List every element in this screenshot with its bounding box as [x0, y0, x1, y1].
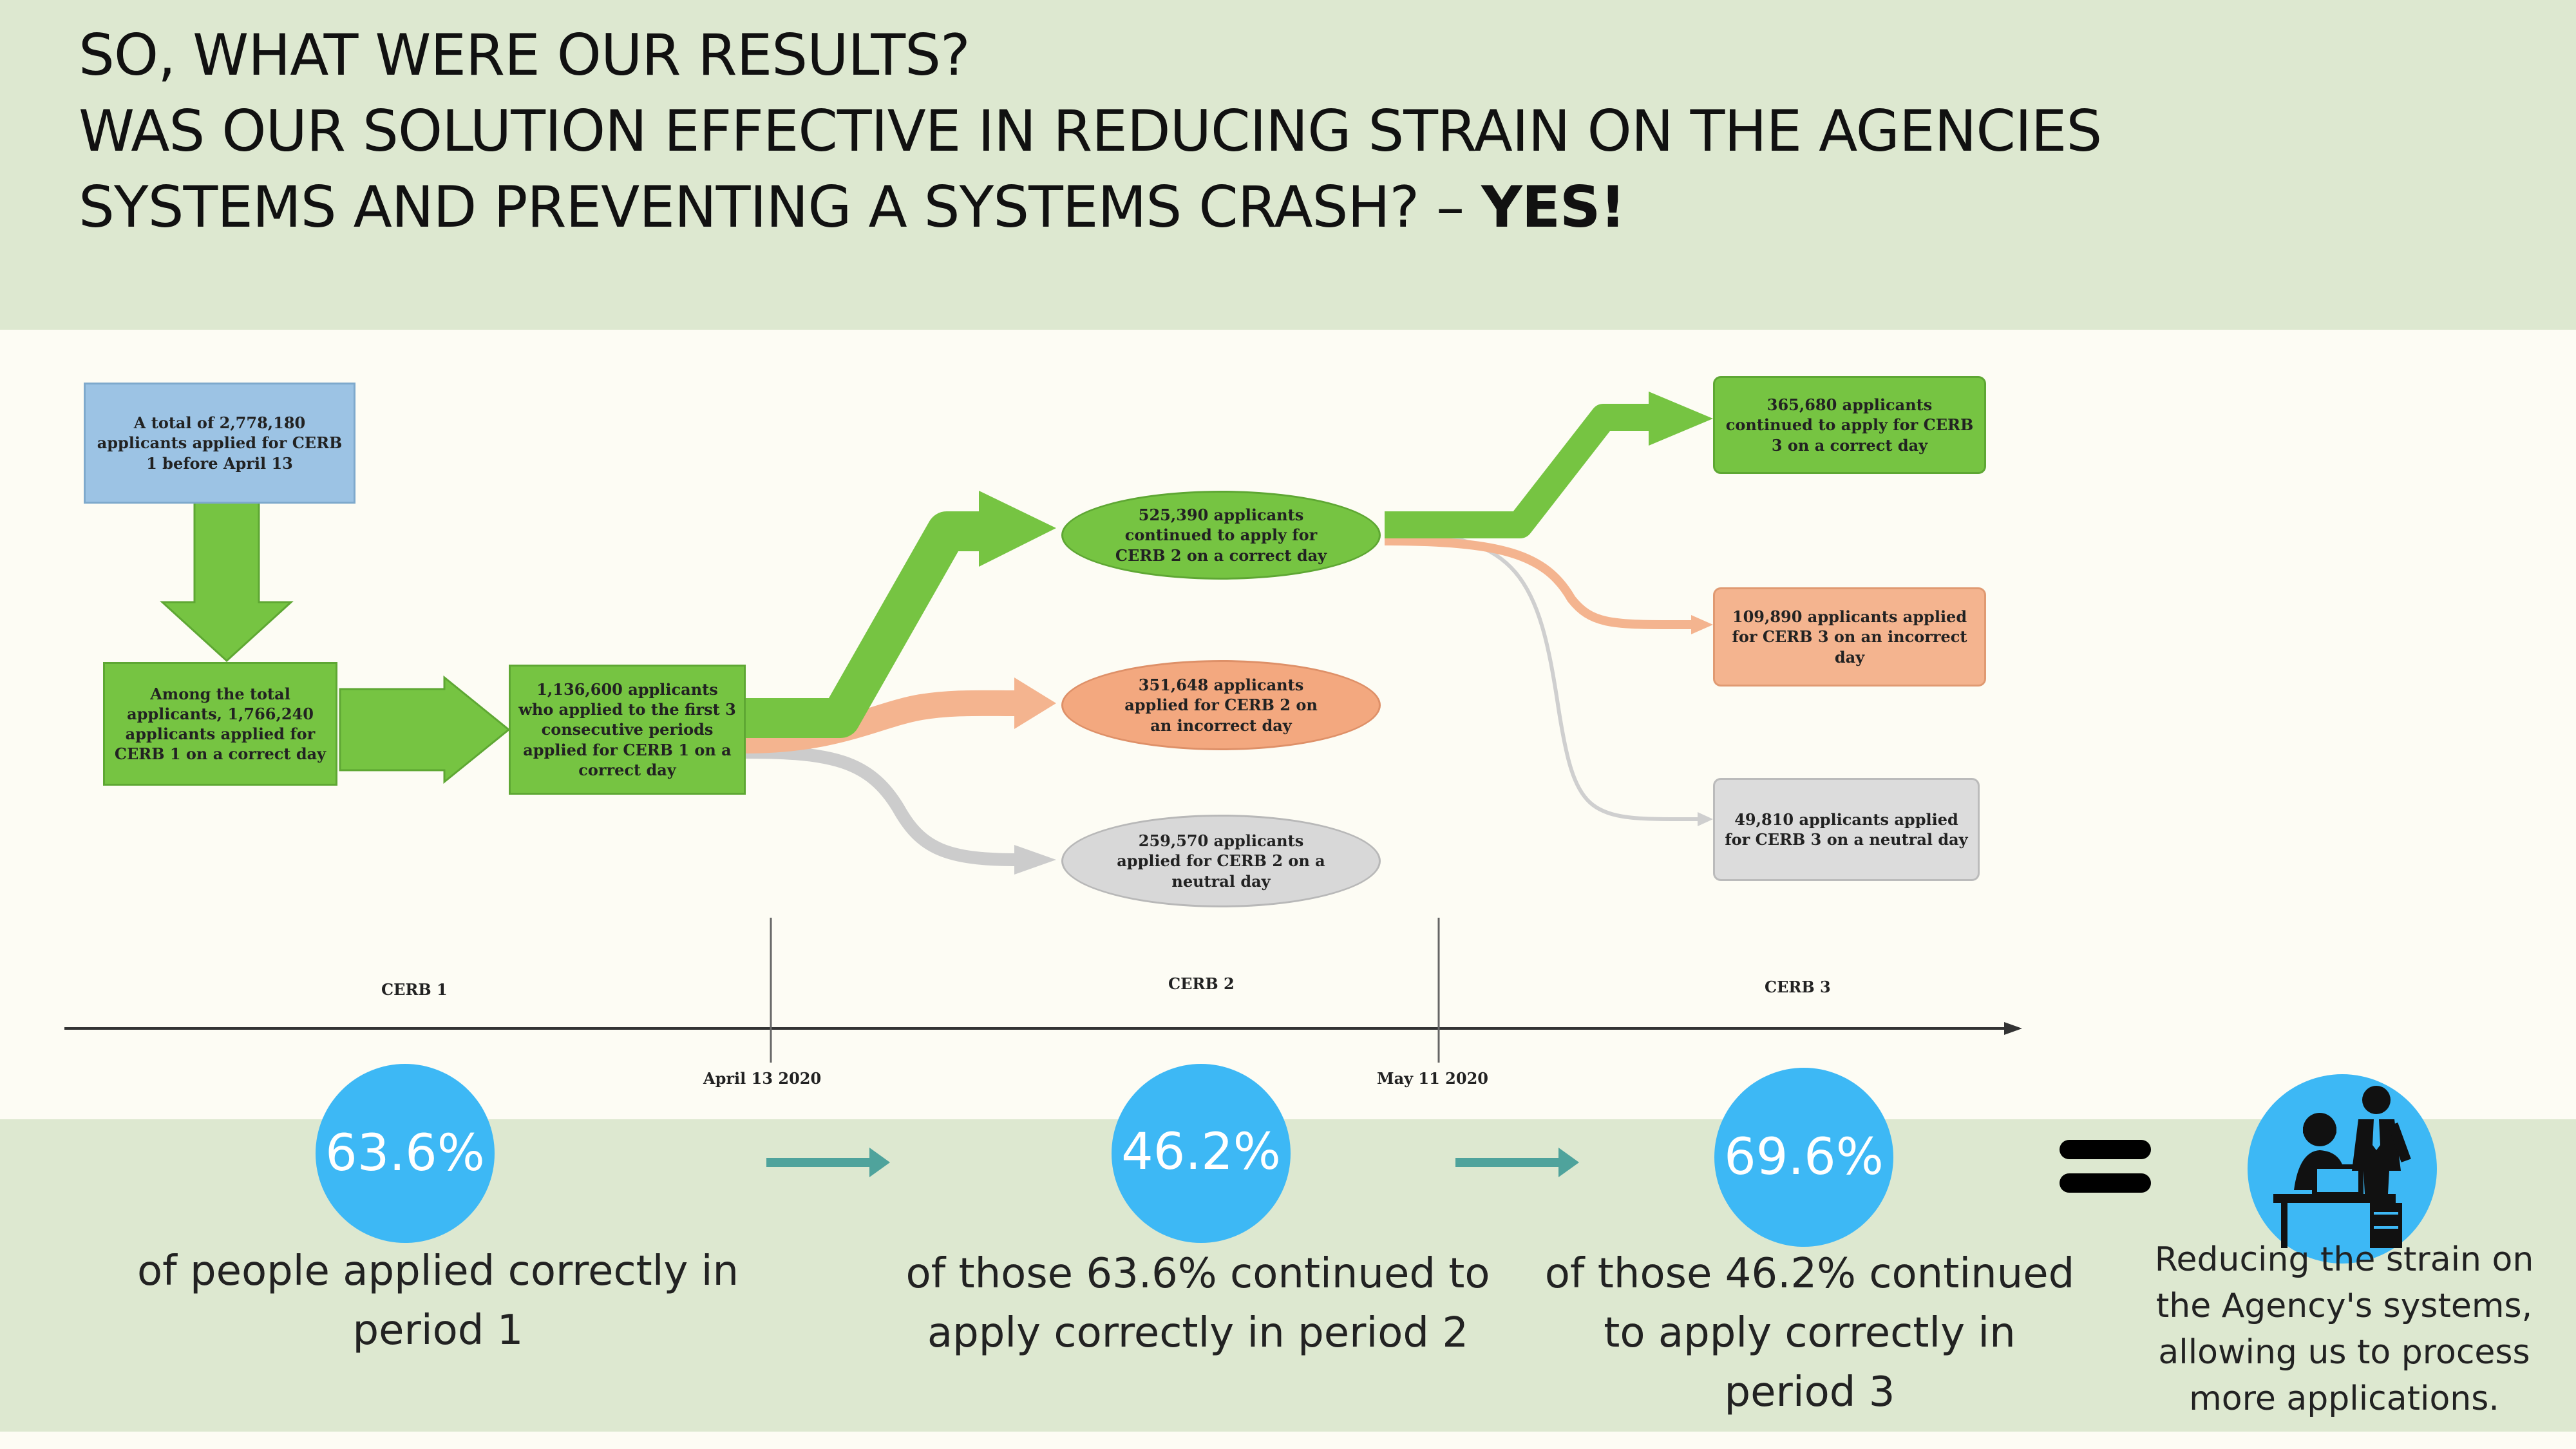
- conclusion-line4: more applications.: [2189, 1379, 2499, 1418]
- cerb3-incorrect-box: 109,890 applicants applied for CERB 3 on…: [1713, 587, 1986, 687]
- caption-period1-line2: period 1: [352, 1307, 524, 1354]
- title-line-2: WAS OUR SOLUTION EFFECTIVE IN REDUCING S…: [79, 98, 2102, 164]
- total-applicants-box: A total of 2,778,180 applicants applied …: [84, 383, 355, 504]
- cerb2-incorrect-ellipse: 351,648 applicants applied for CERB 2 on…: [1061, 660, 1381, 750]
- caption-period2: of those 63.6% continued to apply correc…: [889, 1244, 1507, 1363]
- caption-period3-line2: to apply correctly in: [1604, 1309, 2016, 1357]
- orange-arrowhead-cerb3: [1691, 615, 1713, 634]
- green-arrowhead-cerb3: [1649, 392, 1713, 446]
- cerb2-neutral-ellipse: 259,570 applicants applied for CERB 2 on…: [1061, 815, 1381, 907]
- title-line-3: SYSTEMS AND PREVENTING A SYSTEMS CRASH? …: [79, 174, 1626, 240]
- cerb2-correct-ellipse: 525,390 applicants continued to apply fo…: [1061, 491, 1381, 580]
- caption-period1-line1: of people applied correctly in: [137, 1247, 739, 1295]
- orange-arrowhead-cerb2: [1014, 677, 1056, 729]
- teal-arrows: [766, 1148, 1579, 1177]
- orange-flow-cerb3: [1384, 536, 1694, 629]
- stat-circle-period2: 46.2%: [1112, 1064, 1291, 1243]
- equals-sign-bottom: [2060, 1173, 2151, 1193]
- timeline-cerb1: CERB 1: [381, 980, 448, 999]
- caption-period2-line2: apply correctly in period 2: [927, 1309, 1469, 1357]
- bottom-strip: [0, 1432, 2576, 1449]
- caption-period1: of people applied correctly in period 1: [103, 1242, 773, 1360]
- gray-arrowhead-cerb2: [1014, 845, 1056, 875]
- caption-period2-line1: of those 63.6% continued to: [905, 1250, 1490, 1298]
- gray-arrowhead-cerb3: [1698, 812, 1713, 826]
- gray-flow-cerb2: [745, 746, 1018, 866]
- teal-arrow-2-head: [1558, 1148, 1579, 1177]
- date-april-13: April 13 2020: [703, 1069, 822, 1088]
- right-arrow-1: [339, 675, 511, 784]
- title-line-1: SO, WHAT WERE OUR RESULTS?: [79, 22, 971, 88]
- teal-arrow-1-shaft: [766, 1158, 876, 1167]
- conclusion-line1: Reducing the strain on: [2154, 1240, 2534, 1279]
- green-flow-cerb3: [1385, 404, 1655, 538]
- conclusion-line2: the Agency's systems,: [2155, 1287, 2533, 1325]
- timeline-arrowhead: [2004, 1022, 2022, 1035]
- down-arrow: [160, 493, 294, 663]
- caption-period3-line1: of those 46.2% continued: [1544, 1250, 2075, 1298]
- teal-arrow-2-shaft: [1455, 1158, 1565, 1167]
- equals-sign-top: [2060, 1140, 2151, 1159]
- timeline-cerb3: CERB 3: [1765, 978, 1831, 996]
- green-flow-cerb2: [746, 511, 985, 738]
- cerb3-neutral-box: 49,810 applicants applied for CERB 3 on …: [1713, 778, 1980, 881]
- conclusion-line3: allowing us to process: [2158, 1333, 2530, 1372]
- title-line-3-text: SYSTEMS AND PREVENTING A SYSTEMS CRASH? …: [79, 174, 1482, 240]
- green-arrowhead-cerb2: [979, 491, 1056, 567]
- stat-circle-period1: 63.6%: [316, 1064, 495, 1243]
- cerb3-correct-box: 365,680 applicants continued to apply fo…: [1713, 376, 1986, 474]
- office-worker-icon: [2248, 1074, 2437, 1264]
- caption-period3: of those 46.2% continued to apply correc…: [1539, 1244, 2080, 1422]
- header-band: [0, 0, 2576, 330]
- title-answer: YES!: [1481, 174, 1625, 240]
- timeline-cerb2: CERB 2: [1168, 974, 1235, 993]
- date-may-11: May 11 2020: [1377, 1069, 1488, 1088]
- caption-period3-line3: period 3: [1724, 1368, 1895, 1416]
- correct-day-box: Among the total applicants, 1,766,240 ap…: [103, 662, 337, 786]
- consecutive-periods-box: 1,136,600 applicants who applied to the …: [509, 665, 746, 795]
- gray-flow-cerb3: [1384, 530, 1700, 821]
- conclusion-text: Reducing the strain on the Agency's syst…: [2145, 1236, 2544, 1422]
- stat-circle-period3: 69.6%: [1714, 1068, 1893, 1247]
- teal-arrow-1-head: [869, 1148, 890, 1177]
